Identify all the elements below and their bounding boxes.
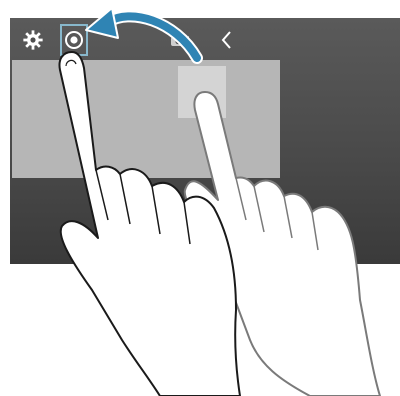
shortcut-panel: [12, 60, 280, 178]
settings-button[interactable]: [20, 27, 46, 53]
gear-icon: [22, 29, 44, 51]
chevron-left-icon: [219, 29, 235, 51]
mode-button[interactable]: [166, 27, 192, 53]
collapse-button[interactable]: [214, 27, 240, 53]
camera-mode-icon: [168, 31, 190, 49]
camera-lens-icon: [64, 30, 84, 50]
